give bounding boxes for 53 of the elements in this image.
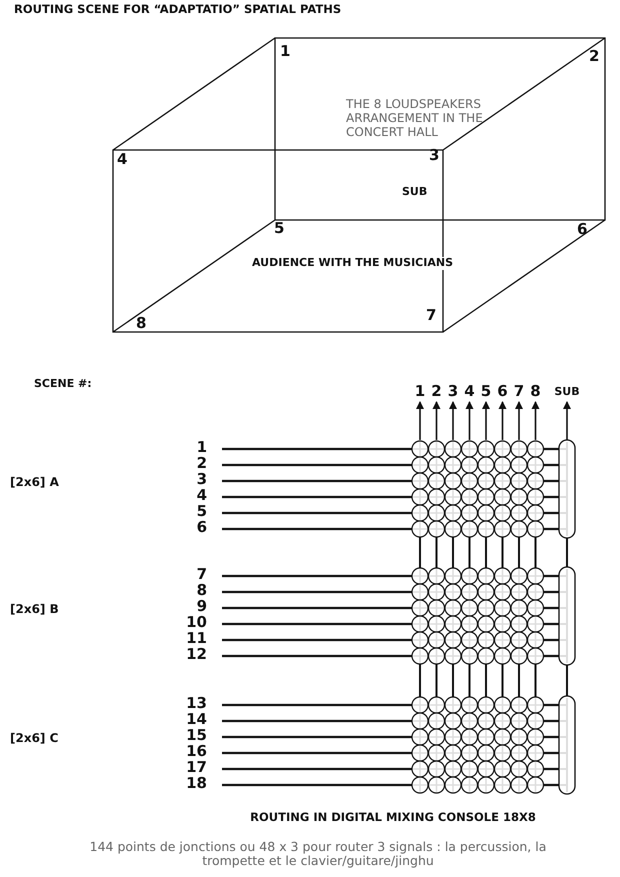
arrow [563, 401, 571, 440]
arrow [498, 401, 506, 440]
output-label: 1 [414, 383, 426, 400]
input-number: 15 [186, 727, 207, 744]
corner-number: 4 [117, 151, 128, 168]
scene-label: SCENE #: [34, 378, 92, 391]
input-number: 7 [196, 566, 207, 584]
input-number: 17 [186, 759, 207, 776]
input-number: 1 [196, 439, 207, 456]
group-label: [2x6] C [10, 732, 58, 746]
area-label: AUDIENCE WITH THE MUSICIANS [252, 257, 453, 270]
output-label: SUB [554, 386, 580, 399]
input-number: 6 [196, 519, 207, 536]
console-label: ROUTING IN DIGITAL MIXING CONSOLE 18X8 [250, 811, 536, 824]
input-number: 3 [196, 471, 207, 488]
input-number: 18 [186, 775, 207, 792]
arrow [416, 401, 424, 440]
input-number: 2 [196, 455, 207, 472]
output-label: 7 [514, 383, 524, 400]
arrow [432, 401, 440, 440]
input-number: 5 [196, 503, 207, 520]
arrow [515, 401, 523, 440]
arrow [449, 401, 457, 440]
arrow [466, 401, 474, 440]
output-label: 5 [480, 383, 492, 400]
output-label: 3 [448, 383, 458, 400]
corner-number: 8 [136, 315, 146, 332]
corner-number: 6 [577, 221, 588, 238]
sub-label: SUB [402, 186, 428, 199]
corner-number: 7 [426, 307, 436, 324]
input-number: 16 [186, 743, 207, 760]
input-number: 14 [186, 711, 207, 728]
title: ROUTING SCENE FOR “ADAPTATIO” SPATIAL PATHS [14, 3, 342, 16]
arrow [532, 401, 540, 440]
corner-number: 5 [274, 220, 284, 238]
output-label: 4 [464, 383, 475, 400]
input-number: 11 [186, 630, 207, 648]
corner-number: 2 [589, 48, 600, 66]
input-number: 10 [186, 614, 207, 632]
input-number: 8 [196, 582, 207, 600]
note-text: THE 8 LOUDSPEAKERS ARRANGEMENT IN THE CONCERT HALL [346, 98, 484, 140]
input-number: 13 [186, 695, 207, 712]
input-number: 12 [186, 646, 207, 664]
input-number: 4 [196, 487, 207, 504]
group-label: [2x6] B [10, 603, 59, 617]
output-label: 8 [530, 383, 541, 400]
group-label: [2x6] A [10, 476, 59, 490]
corner-number: 1 [280, 43, 290, 60]
output-label: 6 [497, 383, 508, 400]
output-label: 2 [431, 383, 442, 400]
caption-text: 144 points de jonctions ou 48 x 3 pour router 3 signals : la percussion, la trompette et le clavier/guitare/jinghu [88, 840, 548, 869]
input-number: 9 [196, 598, 207, 616]
arrow [482, 401, 490, 440]
